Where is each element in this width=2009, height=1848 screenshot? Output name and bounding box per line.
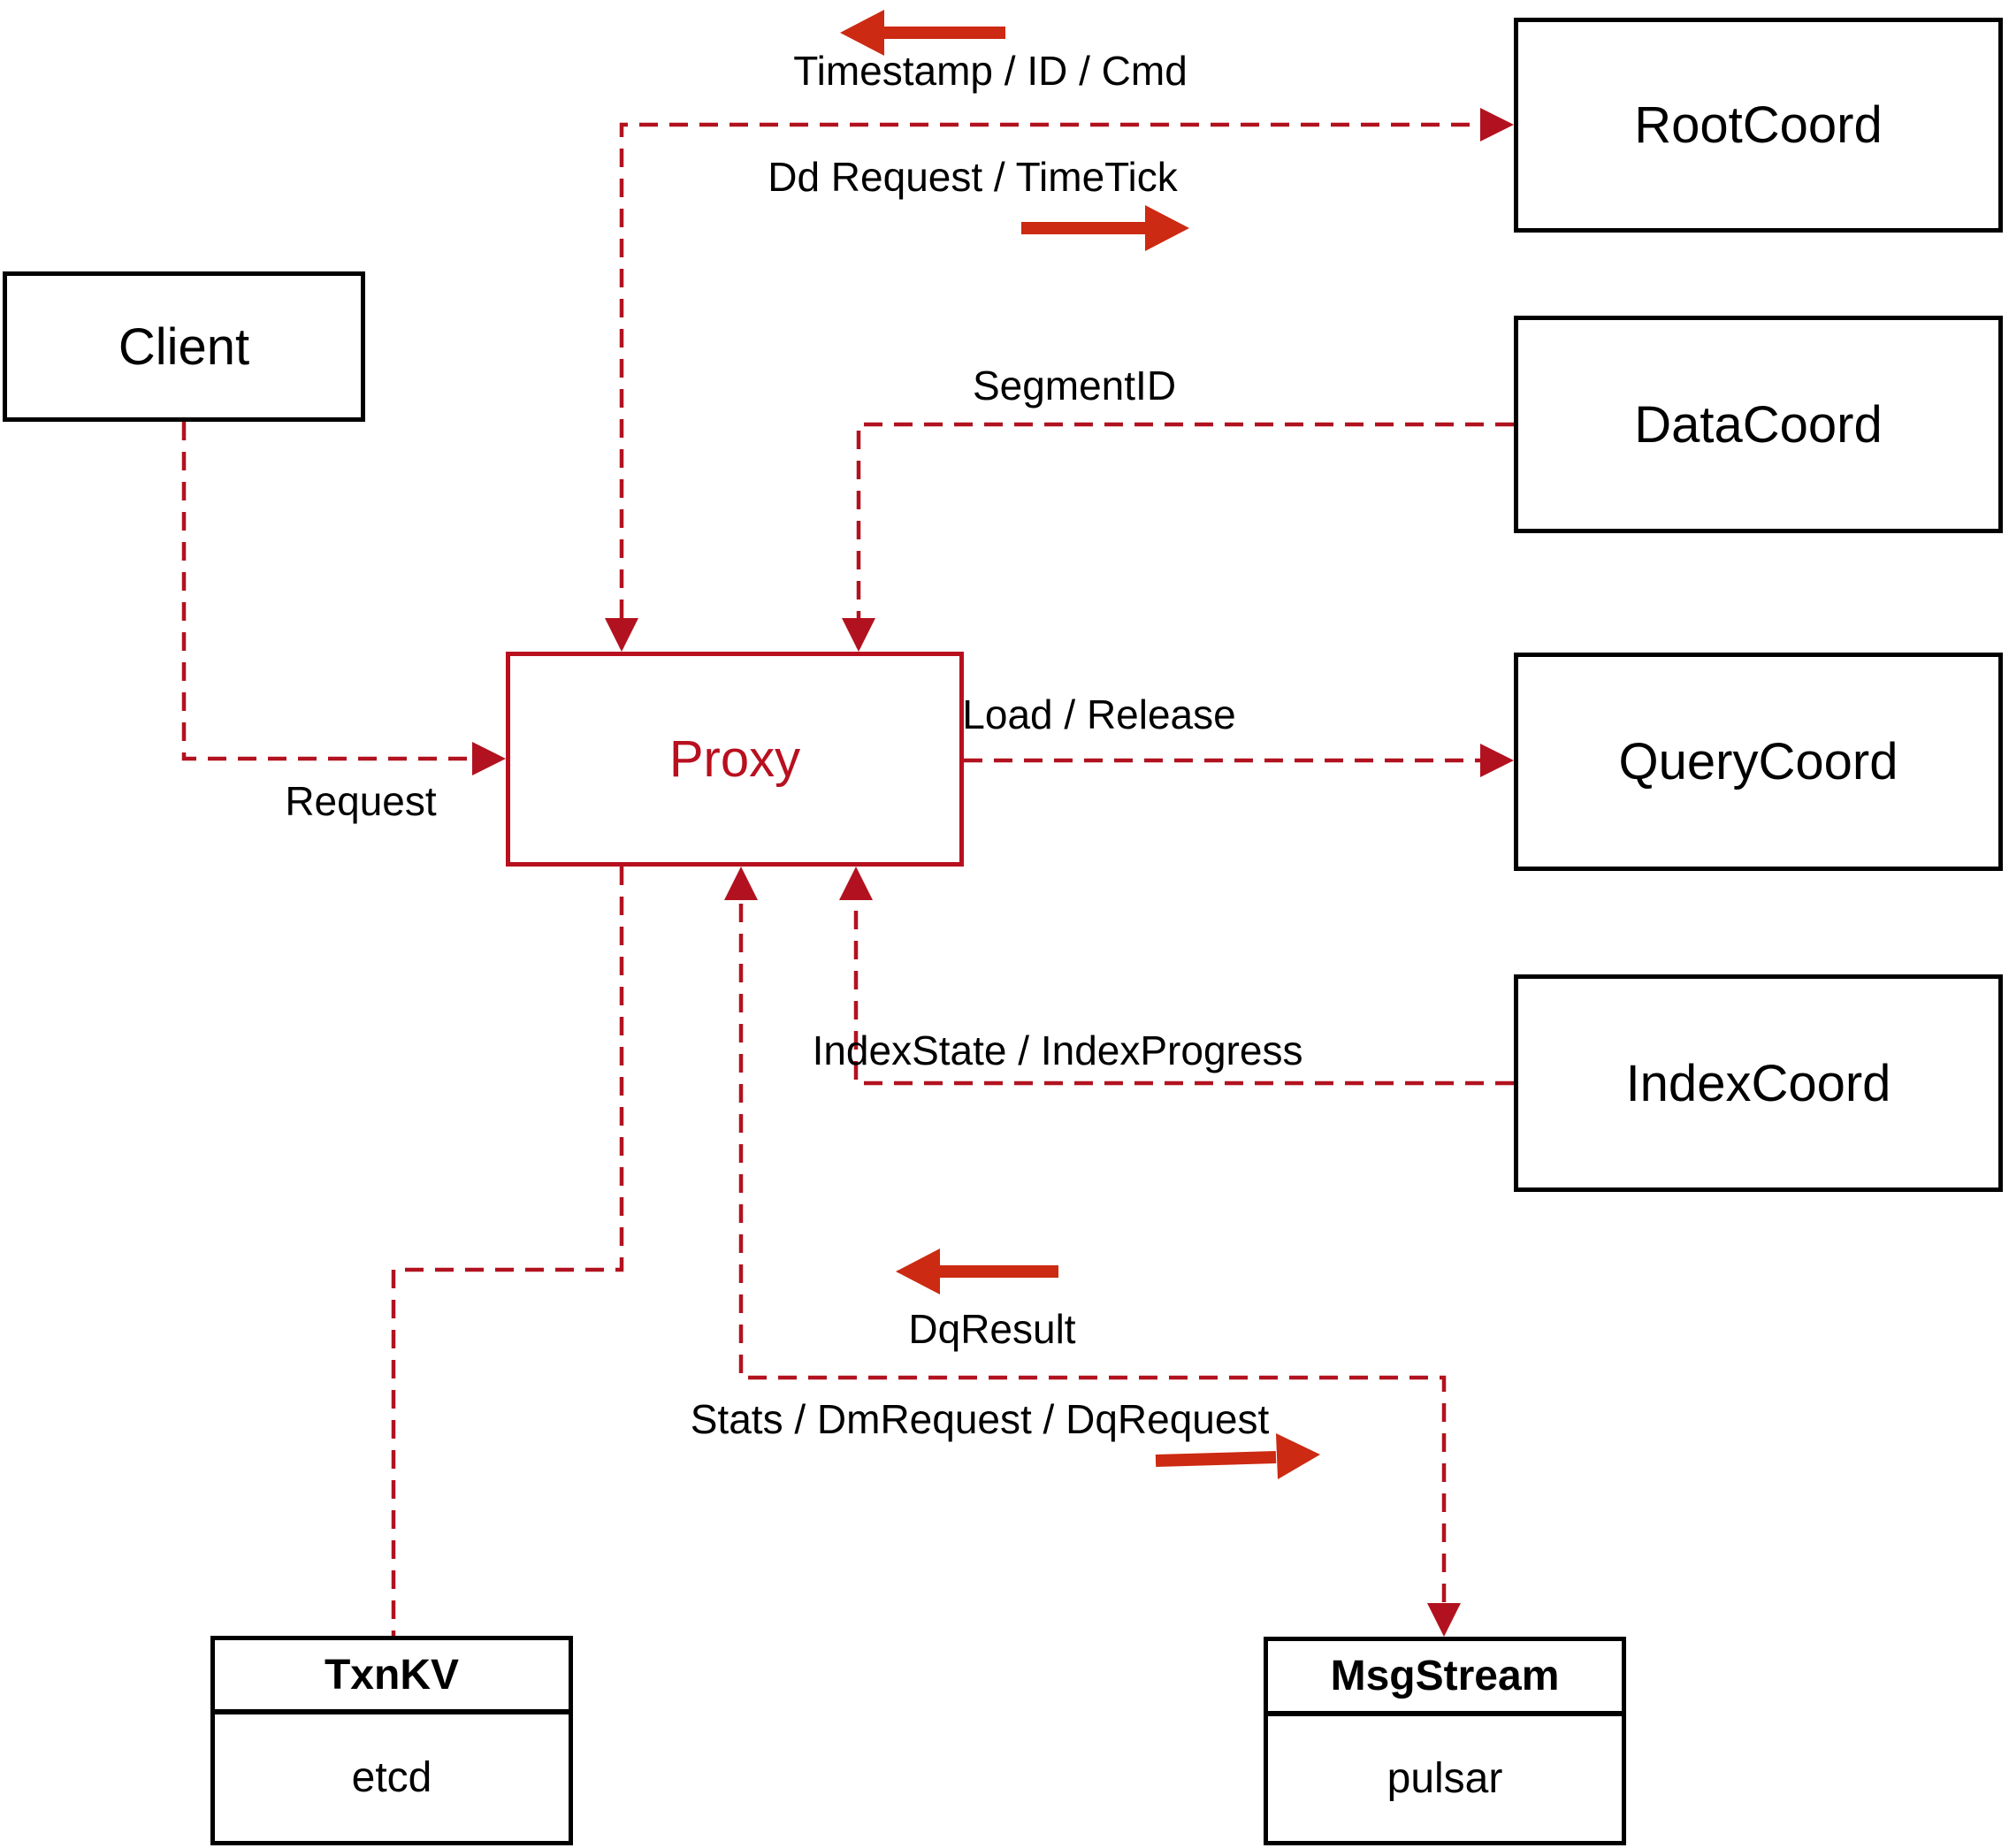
node-msgstream: MsgStream pulsar [1264,1637,1626,1845]
edge-datacoord-proxy [856,422,1514,648]
txnkv-title: TxnKV [215,1640,569,1714]
txnkv-implementation: etcd [351,1754,432,1801]
node-querycoord: QueryCoord [1514,653,2003,871]
arrowhead-into-proxy-bottom-right [839,867,873,900]
direction-arrow-left-timestamp [840,10,1005,56]
edge-label-dqresult: DqResult [908,1306,1076,1352]
msgstream-implementation: pulsar [1386,1755,1503,1802]
node-indexcoord: IndexCoord [1514,974,2003,1192]
arrowhead-into-rootcoord [1480,108,1514,141]
direction-arrow-right-stats [1155,1433,1320,1479]
edge-label-stats-dmrequest-dqrequest: Stats / DmRequest / DqRequest [690,1396,1270,1442]
arrowhead-into-msgstream [1427,1603,1461,1637]
edge-proxy-txnkv [391,867,624,1636]
rootcoord-label: RootCoord [1634,96,1883,154]
edge-proxy-rootcoord [619,122,1507,648]
proxy-label: Proxy [668,730,801,788]
node-proxy: Proxy [506,652,964,867]
direction-arrow-left-dqresult [896,1249,1058,1294]
arrowhead-into-proxy-top-left [605,618,638,652]
node-rootcoord: RootCoord [1514,18,2003,233]
indexcoord-label: IndexCoord [1625,1054,1891,1112]
node-txnkv: TxnKV etcd [210,1636,573,1845]
client-label: Client [118,317,250,376]
querycoord-label: QueryCoord [1618,733,1898,790]
arrowhead-into-proxy-top-right [842,618,875,652]
arrowhead-into-proxy-left [472,742,506,775]
edge-label-request: Request [285,778,437,824]
edge-proxy-msgstream [738,874,1447,1630]
datacoord-label: DataCoord [1634,395,1883,454]
edge-label-indexstate-indexprogress: IndexState / IndexProgress [812,1027,1303,1073]
direction-arrow-right-ddrequest [1021,205,1189,251]
edge-label-segment-id: SegmentID [972,363,1177,409]
edge-label-dd-request-timetick: Dd Request / TimeTick [768,154,1178,200]
edge-label-timestamp-id-cmd: Timestamp / ID / Cmd [793,48,1188,94]
msgstream-title: MsgStream [1268,1641,1622,1716]
edge-indexcoord-proxy [853,874,1514,1086]
edge-client-proxy [181,422,500,761]
arrowhead-into-querycoord [1480,744,1514,777]
node-client: Client [3,271,365,422]
edge-label-load-release: Load / Release [962,691,1236,737]
node-datacoord: DataCoord [1514,316,2003,533]
arrowhead-into-proxy-bottom-left [724,867,758,900]
